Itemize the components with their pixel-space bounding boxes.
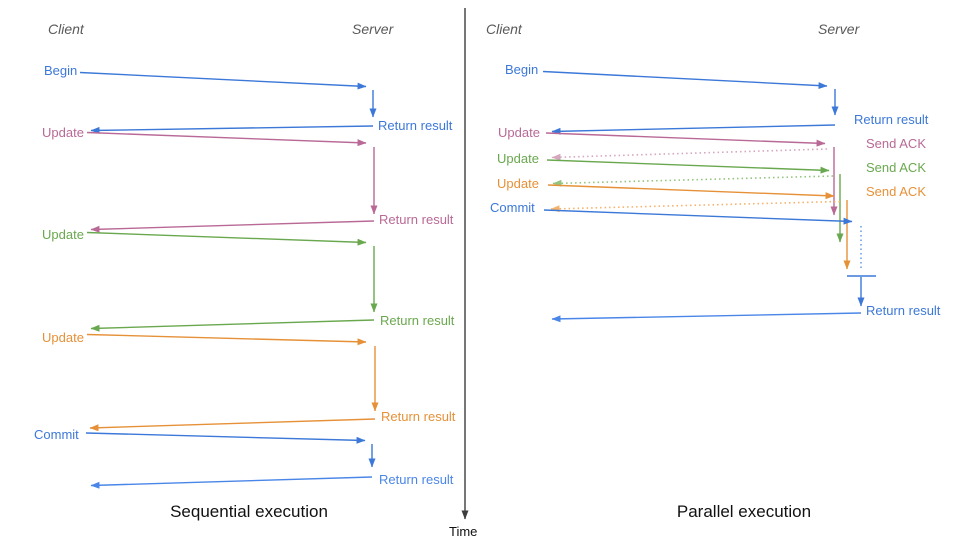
return-result-label: Return result (378, 118, 453, 133)
return-result-label: Return result (379, 472, 454, 487)
message-label-commit: Commit (34, 427, 79, 442)
send-ack-label: Send ACK (866, 136, 926, 151)
right-update1-pipelined (545, 132, 838, 216)
column-header-client: Client (48, 21, 84, 37)
panel-title-parallel: Parallel execution (676, 502, 812, 521)
message-label-update1: Update (42, 125, 84, 140)
send-ack-label: Send ACK (866, 160, 926, 175)
time-axis-label: Time (449, 524, 478, 539)
column-header-server: Server (818, 21, 860, 37)
left-update1-roundtrip (86, 131, 378, 233)
return-result-label: Return result (379, 212, 454, 227)
right-update3-pipelined (547, 184, 851, 270)
column-header-client: Client (486, 21, 522, 37)
right-update2-pipelined (546, 159, 844, 243)
message-label-update3: Update (497, 176, 539, 191)
return-result-label: Return result (854, 112, 929, 127)
send-ack-label: Send ACK (866, 184, 926, 199)
left-commit-roundtrip (85, 432, 376, 489)
left-update3-roundtrip (86, 333, 379, 432)
ack-arrow (551, 148, 828, 161)
return-result-label: Return result (380, 313, 455, 328)
message-label-begin: Begin (505, 62, 539, 77)
ack-arrow (550, 200, 841, 213)
return-result-label: Return result (866, 303, 941, 318)
message-label-commit: Commit (490, 200, 535, 215)
message-label-update2: Update (42, 227, 84, 242)
panel-title-sequential: Sequential execution (170, 502, 328, 521)
ack-arrow (552, 175, 834, 187)
column-header-server: Server (352, 21, 394, 37)
left-begin-roundtrip (79, 71, 377, 134)
left-update2-roundtrip (86, 231, 378, 332)
message-label-update2: Update (497, 151, 539, 166)
return-result-label: Return result (381, 409, 456, 424)
message-label-update1: Update (498, 125, 540, 140)
message-label-update3: Update (42, 330, 84, 345)
message-label-begin: Begin (44, 63, 78, 78)
right-begin-roundtrip (542, 70, 839, 135)
right-commit-roundtrip (543, 209, 876, 323)
